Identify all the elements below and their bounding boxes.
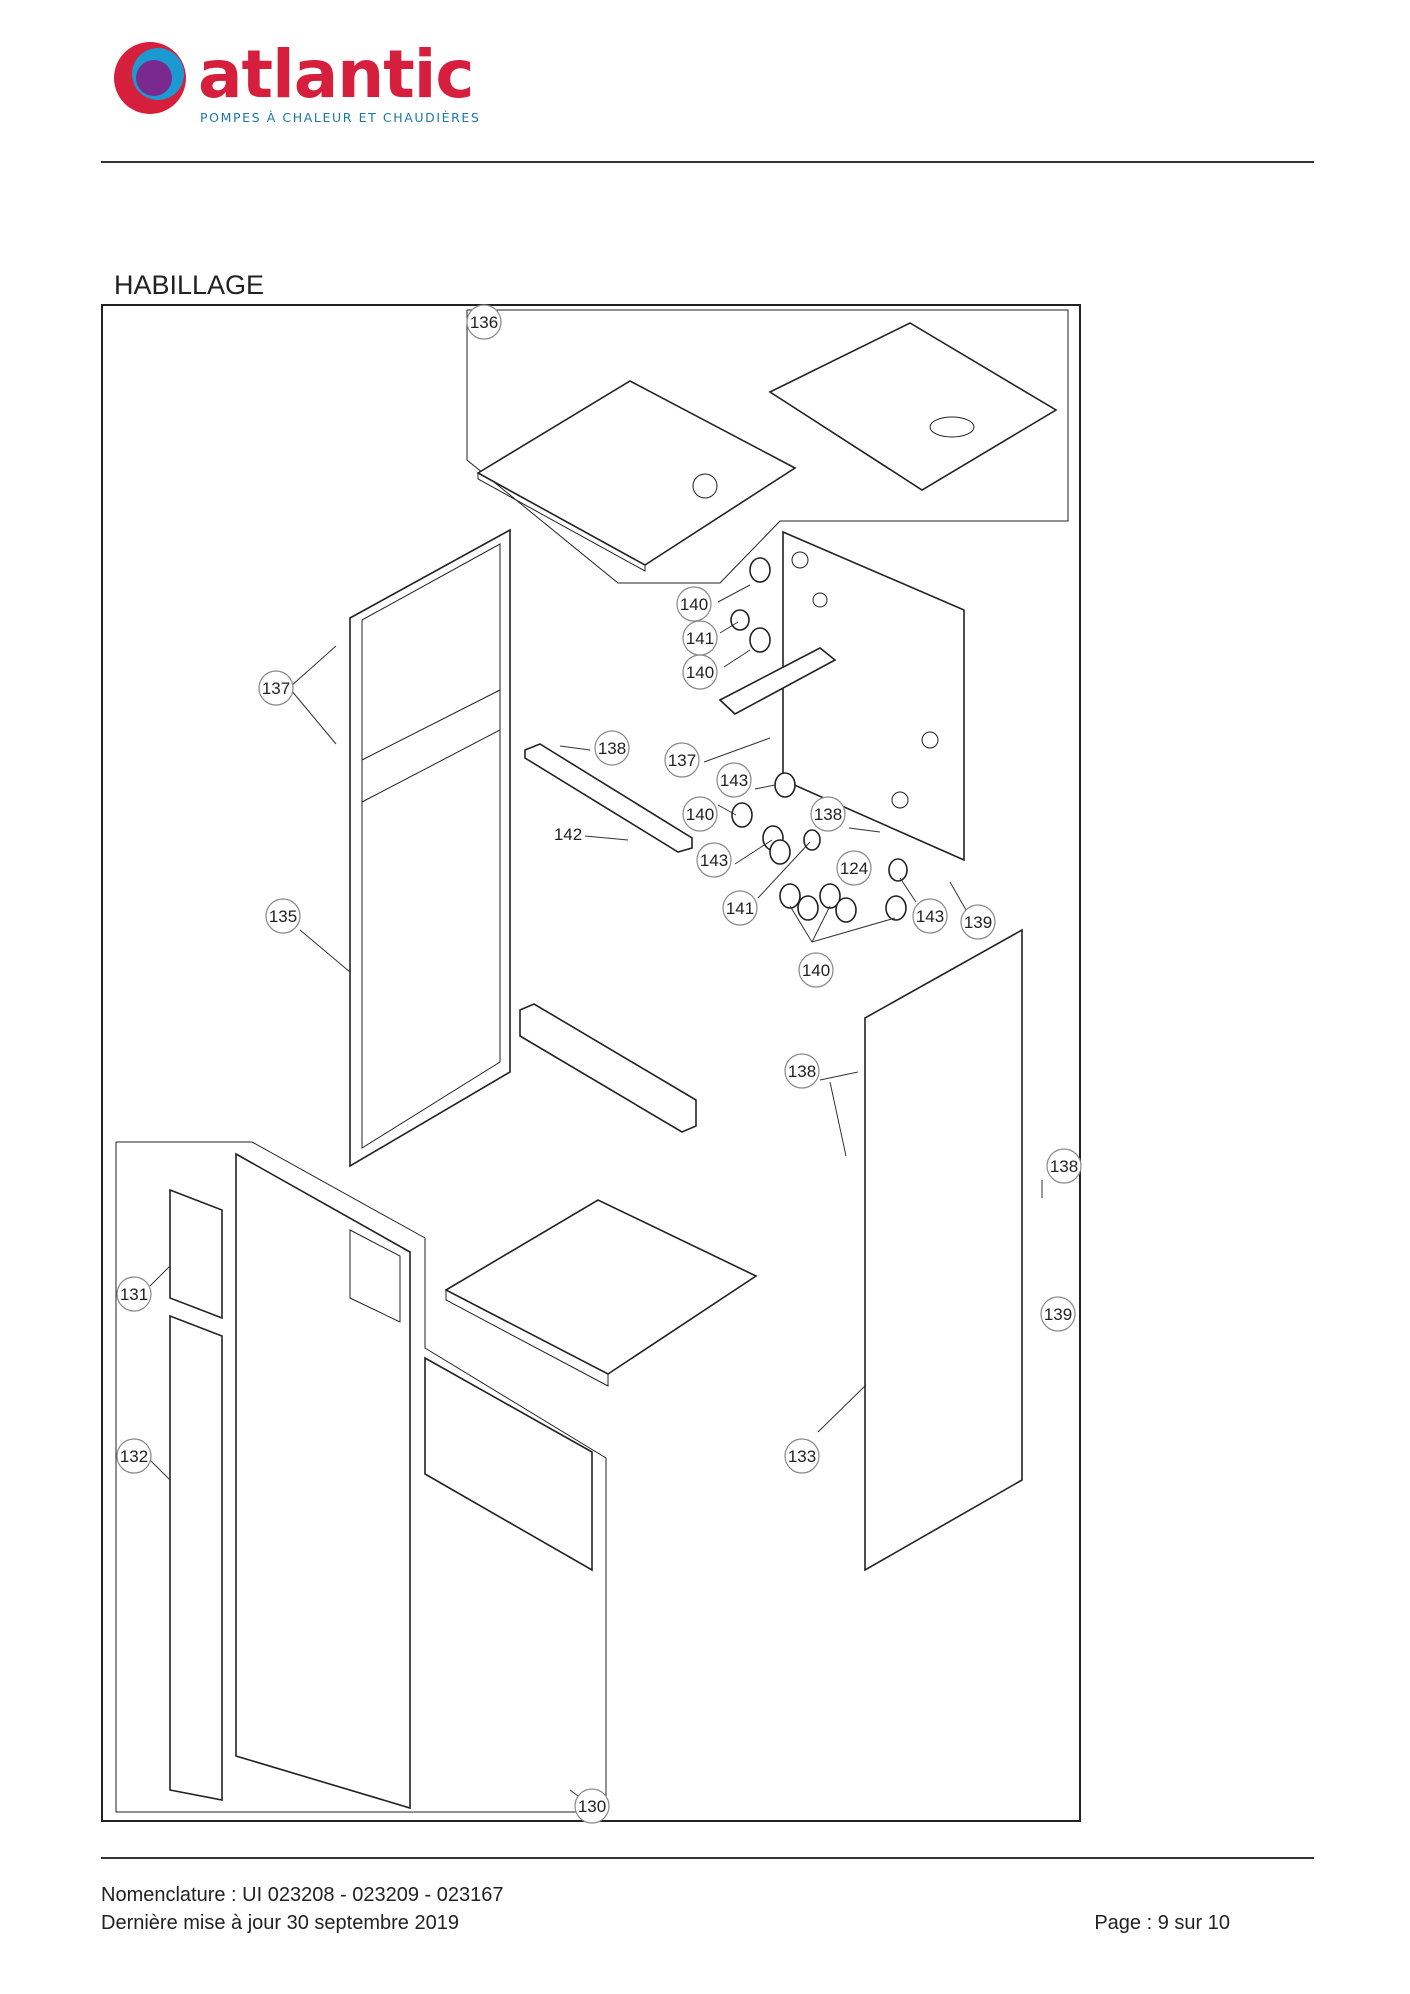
front-panel-window xyxy=(349,1229,401,1323)
callout-140-bottom: 140 xyxy=(798,952,834,988)
callout-137-right: 137 xyxy=(664,742,700,778)
callout-143-middle: 143 xyxy=(696,842,732,878)
callout-131: 131 xyxy=(116,1276,152,1312)
callout-143-right: 143 xyxy=(912,898,948,934)
svg-text:140: 140 xyxy=(680,595,708,614)
callout-139-bottom: 139 xyxy=(1040,1296,1076,1332)
back-panel-hole xyxy=(921,731,939,749)
callout-142: 142 xyxy=(554,825,582,844)
svg-text:135: 135 xyxy=(269,907,297,926)
footer-rule xyxy=(101,1857,1314,1859)
gasket-group-top xyxy=(730,557,771,653)
svg-text:131: 131 xyxy=(120,1285,148,1304)
lower-rail xyxy=(519,1003,697,1133)
callout-138-right: 138 xyxy=(1046,1148,1082,1184)
svg-text:140: 140 xyxy=(686,663,714,682)
callout-140-top: 140 xyxy=(676,586,712,622)
back-panel-bracket xyxy=(718,647,837,715)
svg-text:138: 138 xyxy=(788,1062,816,1081)
svg-text:138: 138 xyxy=(1050,1157,1078,1176)
svg-text:143: 143 xyxy=(916,907,944,926)
svg-text:143: 143 xyxy=(720,771,748,790)
callout-140-second: 140 xyxy=(682,654,718,690)
svg-text:138: 138 xyxy=(598,739,626,758)
callout-137-left: 137 xyxy=(258,670,294,706)
back-panel-hole xyxy=(891,791,909,809)
callout-130: 130 xyxy=(574,1788,610,1824)
svg-text:124: 124 xyxy=(840,859,868,878)
svg-text:139: 139 xyxy=(1044,1305,1072,1324)
footer-update-date: Dernière mise à jour 30 septembre 2019 xyxy=(101,1912,459,1934)
control-cover xyxy=(169,1188,223,1320)
callout-132: 132 xyxy=(116,1438,152,1474)
front-door-panel xyxy=(424,1356,593,1572)
svg-text:140: 140 xyxy=(802,961,830,980)
callout-140-middle: 140 xyxy=(682,796,718,832)
base-tray-edge xyxy=(445,1289,609,1387)
svg-text:133: 133 xyxy=(788,1447,816,1466)
callout-138-rail: 138 xyxy=(594,730,630,766)
callout-133: 133 xyxy=(784,1438,820,1474)
left-side-frame xyxy=(349,528,511,1168)
svg-text:137: 137 xyxy=(668,751,696,770)
svg-text:141: 141 xyxy=(686,629,714,648)
upper-rail xyxy=(524,743,693,853)
atlantic-logo: atlantic POMPES À CHALEUR ET CHAUDIÈRES xyxy=(110,36,490,128)
back-panel-hole xyxy=(791,551,809,569)
callout-124: 124 xyxy=(836,850,872,886)
callout-138-middle: 138 xyxy=(810,796,846,832)
back-panel-hole xyxy=(812,592,828,608)
top-panel-right xyxy=(768,322,1058,491)
svg-text:130: 130 xyxy=(578,1797,606,1816)
top-panel-right-hole xyxy=(929,416,975,438)
svg-text:132: 132 xyxy=(120,1447,148,1466)
callout-136: 136 xyxy=(466,304,502,340)
top-panel-left-hole xyxy=(692,473,718,499)
gasket-group-middle xyxy=(731,772,908,882)
callout-138-side: 138 xyxy=(784,1053,820,1089)
callout-135: 135 xyxy=(265,898,301,934)
base-tray xyxy=(444,1199,758,1375)
top-panel-left-edge xyxy=(477,472,646,572)
leader-lines xyxy=(149,584,1043,1809)
gasket-group-bottom xyxy=(779,883,907,923)
logo-mark-icon xyxy=(114,42,186,114)
footer-nomenclature: Nomenclature : UI 023208 - 023209 - 0231… xyxy=(101,1884,504,1906)
top-panel-left xyxy=(476,380,797,566)
front-group-outline xyxy=(115,1141,607,1813)
callout-141-top: 141 xyxy=(682,620,718,656)
logo-tagline: POMPES À CHALEUR ET CHAUDIÈRES xyxy=(200,110,481,125)
header-rule xyxy=(101,161,1314,163)
svg-text:143: 143 xyxy=(700,851,728,870)
svg-text:136: 136 xyxy=(470,313,498,332)
callout-143-top: 143 xyxy=(716,762,752,798)
front-strip-panel xyxy=(169,1314,223,1801)
svg-text:138: 138 xyxy=(814,805,842,824)
left-side-crossbar xyxy=(361,689,501,803)
right-side-panel xyxy=(864,928,1023,1572)
callout-141-bottom: 141 xyxy=(722,890,758,926)
section-title: HABILLAGE xyxy=(114,270,265,300)
back-panel xyxy=(782,530,965,862)
svg-text:141: 141 xyxy=(726,899,754,918)
callout-139-top: 139 xyxy=(960,904,996,940)
front-panel xyxy=(235,1152,411,1810)
logo-wordmark: atlantic xyxy=(198,36,475,113)
svg-text:137: 137 xyxy=(262,679,290,698)
left-side-frame-inner xyxy=(361,543,501,1149)
svg-text:140: 140 xyxy=(686,805,714,824)
page-number: Page : 9 sur 10 xyxy=(1094,1912,1230,1934)
svg-text:139: 139 xyxy=(964,913,992,932)
svg-text:142: 142 xyxy=(554,825,582,844)
